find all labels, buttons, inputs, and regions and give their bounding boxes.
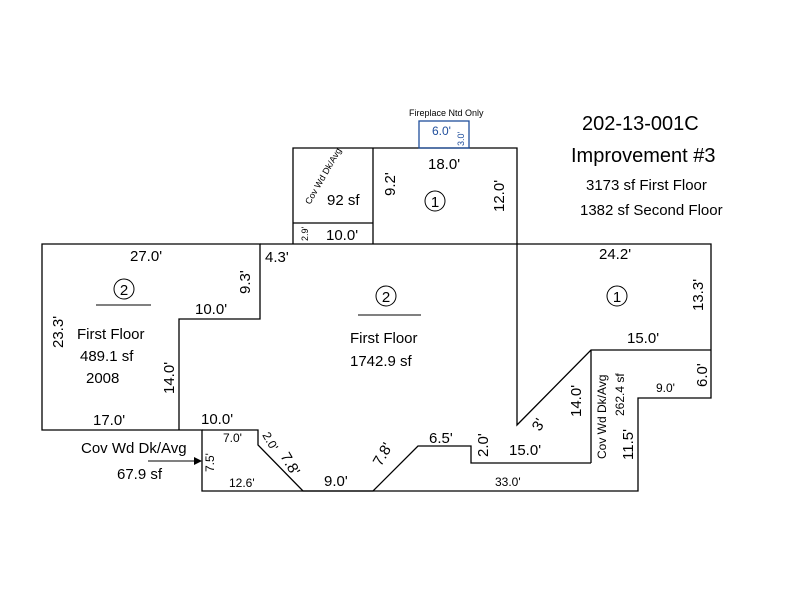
dim-23-3: 23.3' (50, 316, 67, 348)
dim-4-3: 4.3' (265, 249, 289, 266)
dim-2-0-right: 2.0' (475, 433, 492, 457)
center-story-circle (375, 285, 397, 307)
dim-2-9: 2.9' (300, 226, 310, 241)
left-addition-outline (41, 243, 261, 431)
right-deck-name: Cov Wd Dk/Avg (595, 375, 609, 459)
center-story-mark: 2 (382, 289, 390, 306)
left-area-name: First Floor (77, 326, 145, 343)
dim-3: 3' (529, 416, 549, 434)
dim-7-8-right: 7.8' (370, 440, 397, 469)
bottom-deck-name: Cov Wd Dk/Avg (81, 440, 187, 457)
dim-9-0-bottom: 9.0' (324, 473, 348, 490)
dim-12-0: 12.0' (491, 180, 508, 212)
dim-7-0: 7.0' (223, 431, 242, 445)
right-story-mark: 1 (613, 289, 621, 306)
fireplace-width: 6.0' (432, 124, 451, 138)
bottom-deck-arrowhead (194, 457, 202, 465)
right-deck-area: 262.4 sf (613, 373, 627, 416)
top-story-mark: 1 (431, 194, 439, 211)
dim-13-3: 13.3' (690, 279, 707, 311)
dim-17-0: 17.0' (93, 412, 125, 429)
left-area-year: 2008 (86, 370, 119, 387)
dim-9-0-right: 9.0' (656, 381, 675, 395)
dim-15-0-bottom: 15.0' (509, 442, 541, 459)
right-story-circle (606, 285, 628, 307)
dim-27-0: 27.0' (130, 248, 162, 265)
center-area-size: 1742.9 sf (350, 353, 413, 370)
dim-11-5: 11.5' (620, 429, 637, 460)
top-section-outline (292, 147, 518, 244)
dim-24-2: 24.2' (599, 246, 631, 263)
improvement-number: Improvement #3 (571, 145, 716, 167)
dim-18-0: 18.0' (428, 156, 460, 173)
first-floor-total: 3173 sf First Floor (586, 177, 707, 194)
fireplace-depth: 3.0' (456, 131, 466, 146)
main-block-outline (179, 243, 712, 492)
parcel-id: 202-13-001C (582, 113, 699, 135)
dim-12-6: 12.6' (229, 476, 255, 490)
dim-6-0: 6.0' (694, 363, 711, 387)
top-deck-area: 92 sf (327, 192, 360, 209)
dim-14-0-left: 14.0' (161, 362, 178, 394)
bottom-deck-area: 67.9 sf (117, 466, 163, 483)
dim-9-2: 9.2' (382, 172, 399, 196)
dim-7-5: 7.5' (203, 453, 217, 472)
dim-10-0-top: 10.0' (326, 227, 358, 244)
left-area-size: 489.1 sf (80, 348, 134, 365)
dim-10-0-bottom: 10.0' (201, 411, 233, 428)
dim-6-5: 6.5' (429, 430, 453, 447)
left-story-mark: 2 (120, 282, 128, 299)
second-floor-total: 1382 sf Second Floor (580, 202, 723, 219)
left-story-circle (113, 278, 135, 300)
fireplace-box (418, 120, 470, 149)
dim-15-0-right: 15.0' (627, 330, 659, 347)
dim-10-0-left: 10.0' (195, 301, 227, 318)
top-story-circle (424, 190, 446, 212)
fireplace-label: Fireplace Ntd Only (409, 108, 484, 118)
dim-9-3: 9.3' (237, 270, 254, 294)
dim-14-0-right: 14.0' (568, 385, 585, 417)
center-area-name: First Floor (350, 330, 418, 347)
dim-33-0: 33.0' (495, 475, 521, 489)
dim-7-8-left: 7.8' (277, 450, 304, 479)
interior-partition (516, 244, 711, 427)
bottom-interior-line (202, 429, 591, 492)
